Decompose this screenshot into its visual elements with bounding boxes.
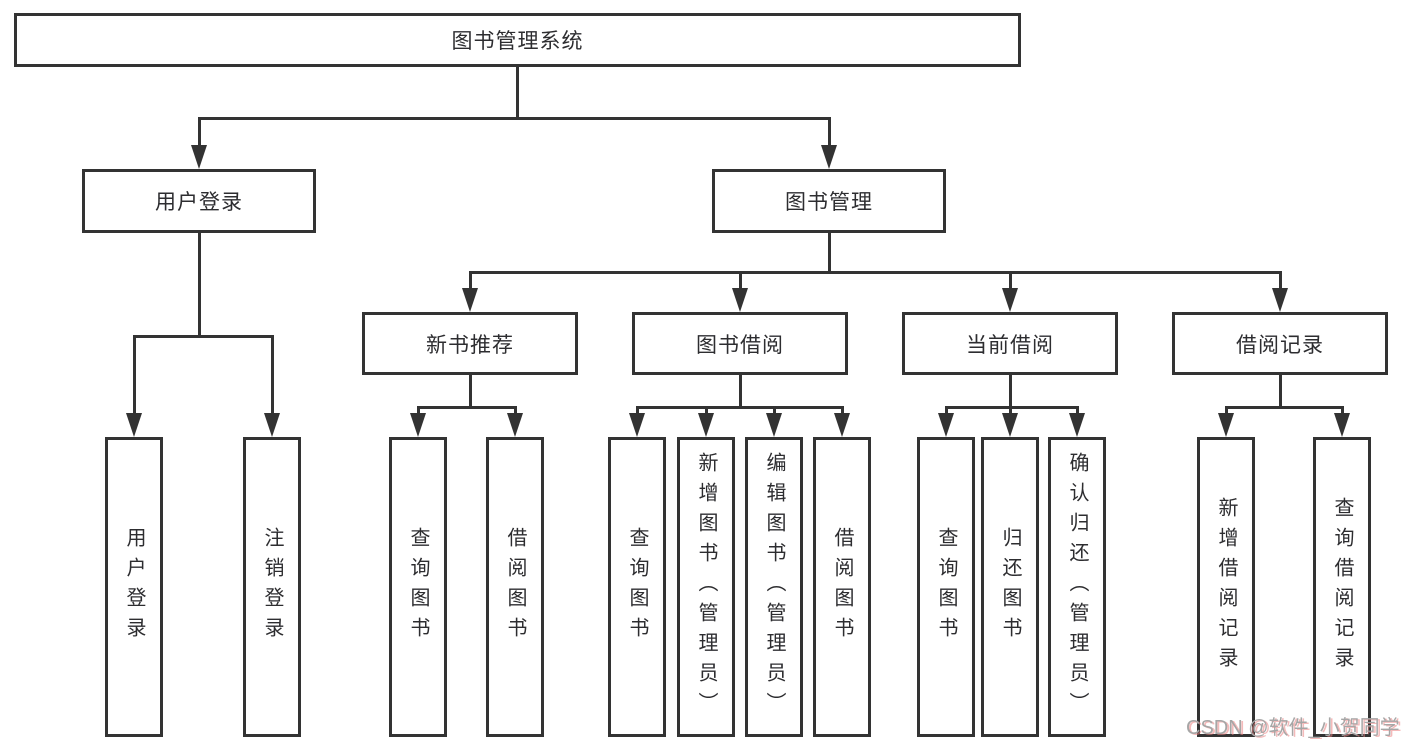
connector-line [828, 233, 831, 274]
node-label: 确认归还（管理员） [1066, 452, 1088, 722]
arrow-down-icon [698, 413, 714, 437]
node-book-mgmt: 图书管理 [712, 169, 946, 233]
connector-line [133, 335, 136, 428]
node-label: 图书借阅 [696, 333, 784, 357]
node-leaf-query-record: 查询借阅记录 [1313, 437, 1371, 737]
arrow-down-icon [126, 413, 142, 437]
node-label: 借阅图书 [504, 527, 526, 647]
node-label: 新书推荐 [426, 333, 514, 357]
connector-line [828, 117, 831, 160]
arrow-down-icon [629, 413, 645, 437]
connector-line [739, 375, 742, 409]
connector-line [945, 406, 1079, 409]
node-leaf-edit-book: 编辑图书（管理员） [745, 437, 803, 737]
node-label: 新增图书（管理员） [695, 452, 717, 722]
connector-line [417, 406, 517, 409]
arrow-down-icon [1272, 288, 1288, 312]
node-current-borrow: 当前借阅 [902, 312, 1118, 375]
node-leaf-add-book: 新增图书（管理员） [677, 437, 735, 737]
connector-line [1279, 271, 1282, 303]
connector-line [516, 67, 519, 120]
connector-line [469, 271, 1282, 274]
node-label: 用户登录 [123, 527, 145, 647]
node-leaf-borrow-book-1: 借阅图书 [486, 437, 544, 737]
arrow-down-icon [1002, 288, 1018, 312]
node-leaf-query-book-1: 查询图书 [389, 437, 447, 737]
node-label: 归还图书 [999, 527, 1021, 647]
connector-line [469, 375, 472, 409]
node-book-borrow: 图书借阅 [632, 312, 848, 375]
arrow-down-icon [938, 413, 954, 437]
node-label: 图书管理系统 [451, 30, 584, 53]
arrow-down-icon [191, 145, 207, 169]
arrow-down-icon [507, 413, 523, 437]
node-leaf-query-book-2: 查询图书 [608, 437, 666, 737]
node-label: 查询图书 [407, 527, 429, 647]
node-label: 用户登录 [155, 191, 243, 214]
node-label: 编辑图书（管理员） [763, 452, 785, 722]
node-borrow-records: 借阅记录 [1172, 312, 1388, 375]
node-label: 借阅记录 [1236, 333, 1324, 357]
arrow-down-icon [834, 413, 850, 437]
node-leaf-confirm-return: 确认归还（管理员） [1048, 437, 1106, 737]
arrow-down-icon [1218, 413, 1234, 437]
arrow-down-icon [1002, 413, 1018, 437]
node-label: 新增借阅记录 [1215, 497, 1237, 677]
connector-line [198, 233, 201, 338]
connector-line [1009, 271, 1012, 303]
connector-line [739, 271, 742, 303]
node-label: 图书管理 [785, 191, 873, 214]
connector-line [636, 406, 844, 409]
arrow-down-icon [821, 145, 837, 169]
arrow-down-icon [1069, 413, 1085, 437]
connector-line [1225, 406, 1344, 409]
node-leaf-logout: 注销登录 [243, 437, 301, 737]
node-leaf-query-book-3: 查询图书 [917, 437, 975, 737]
connector-line [271, 335, 274, 428]
arrow-down-icon [732, 288, 748, 312]
arrow-down-icon [264, 413, 280, 437]
node-leaf-add-record: 新增借阅记录 [1197, 437, 1255, 737]
connector-line [133, 335, 274, 338]
node-new-book-rec: 新书推荐 [362, 312, 578, 375]
connector-line [1009, 375, 1012, 409]
node-leaf-user-login: 用户登录 [105, 437, 163, 737]
node-label: 查询借阅记录 [1331, 497, 1353, 677]
node-user-login: 用户登录 [82, 169, 316, 233]
node-label: 借阅图书 [831, 527, 853, 647]
node-leaf-borrow-book-2: 借阅图书 [813, 437, 871, 737]
arrow-down-icon [766, 413, 782, 437]
connector-line [198, 117, 201, 160]
arrow-down-icon [462, 288, 478, 312]
arrow-down-icon [1334, 413, 1350, 437]
node-leaf-return-book: 归还图书 [981, 437, 1039, 737]
node-label: 查询图书 [935, 527, 957, 647]
connector-line [469, 271, 472, 303]
node-label: 查询图书 [626, 527, 648, 647]
node-label: 注销登录 [261, 527, 283, 647]
csdn-watermark: CSDN @软件_小贺同学 [1186, 717, 1400, 739]
node-root: 图书管理系统 [14, 13, 1021, 67]
arrow-down-icon [410, 413, 426, 437]
node-label: 当前借阅 [966, 333, 1054, 357]
connector-line [198, 117, 831, 120]
connector-line [1279, 375, 1282, 409]
